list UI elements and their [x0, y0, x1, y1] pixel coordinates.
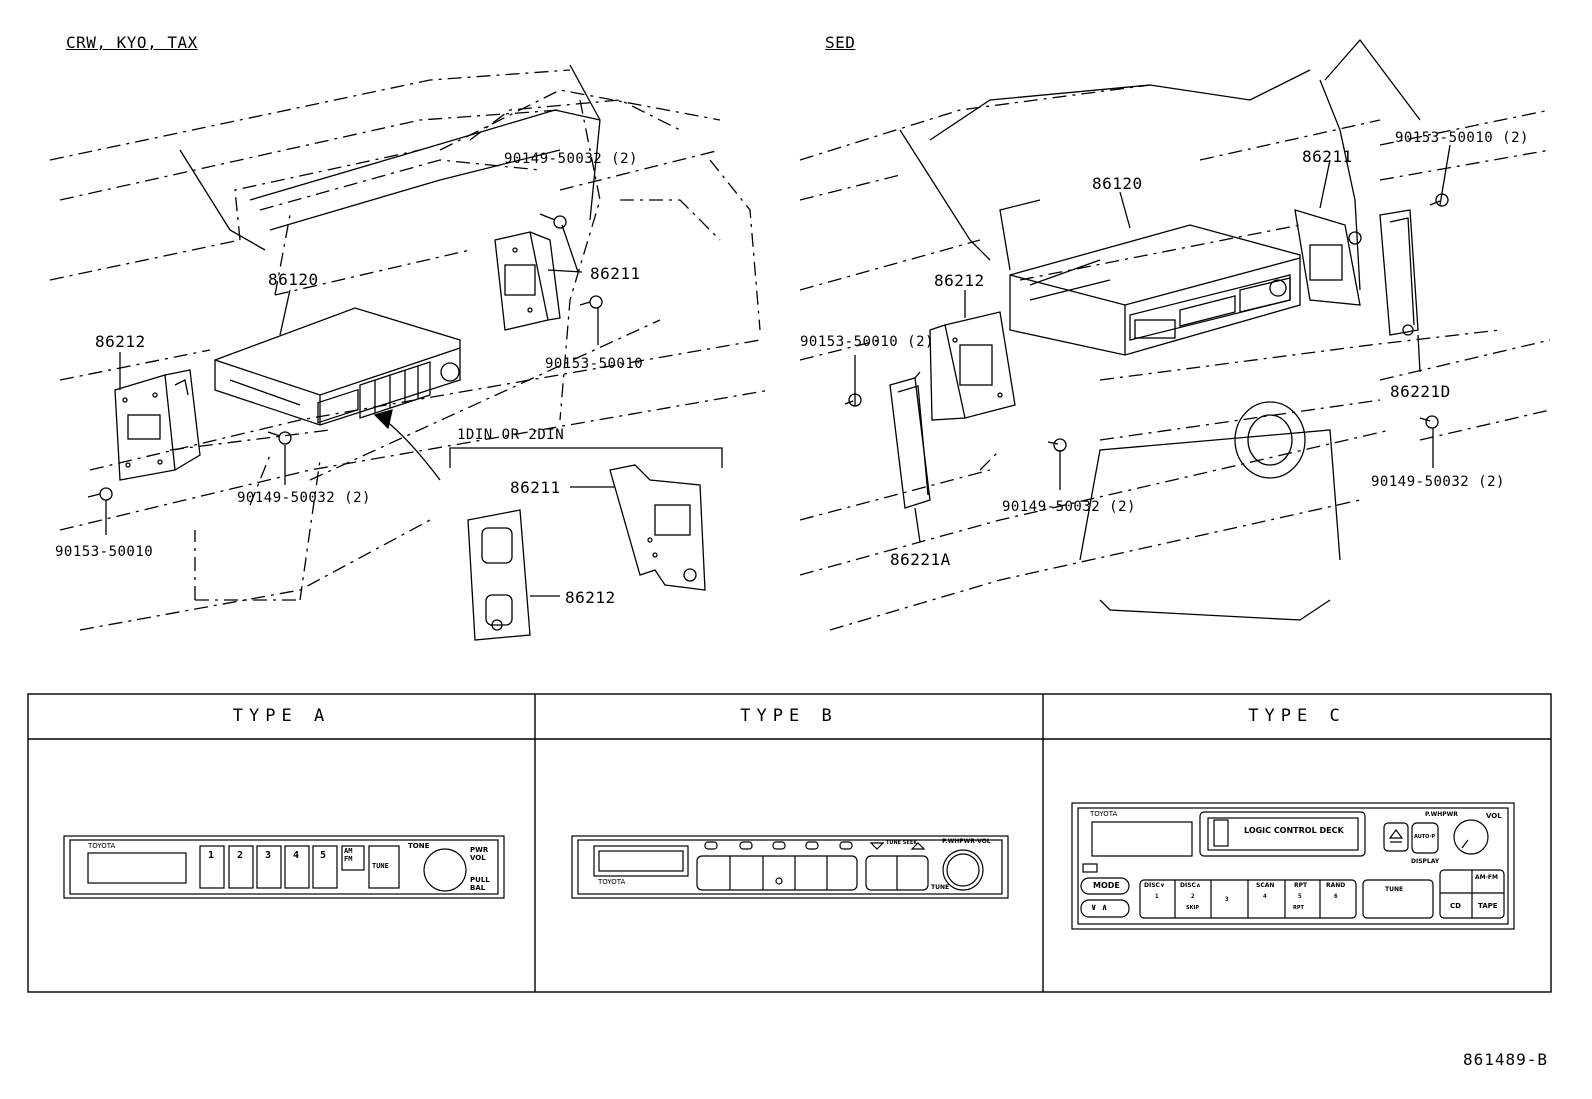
type-c-btn-6: 6: [1334, 893, 1338, 900]
type-b-tune-seek: TUNE SEEK: [886, 840, 918, 846]
type-a-preset-2: 2: [237, 850, 244, 861]
right-view-header: SED: [825, 33, 856, 52]
type-c-mode: MODE: [1093, 881, 1120, 890]
type-c-pwr: P.WHPWR: [1425, 811, 1458, 818]
type-c-btn-1: 1: [1155, 893, 1159, 900]
left-console-solid: [179, 64, 601, 251]
type-c-btn-5: 5: [1298, 893, 1302, 900]
type-b-brand: TOYOTA: [598, 878, 626, 886]
type-c-am-fm: AM·FM: [1475, 874, 1498, 881]
part-label-90149-right: 90149-50032 (2): [1371, 474, 1505, 490]
type-b-faceplate: [571, 835, 1009, 899]
left-dashboard-outline: [49, 69, 771, 631]
part-label-90153-top-right: 90153-50010 (2): [1395, 130, 1529, 146]
right-rail-86221a: [889, 371, 931, 509]
type-c-vol: VOL: [1486, 812, 1502, 820]
part-label-86221a: 86221A: [890, 550, 951, 569]
type-b-tune: TUNE: [931, 884, 950, 891]
part-label-86211-inset: 86211: [510, 478, 561, 497]
diagram-part-number: 861489-B: [1463, 1050, 1549, 1069]
type-c-btn-4: 4: [1263, 893, 1267, 900]
type-a-title: TYPE A: [232, 706, 331, 726]
part-label-86211-left: 86211: [590, 264, 641, 283]
type-c-tune: TUNE: [1385, 886, 1404, 893]
type-c-display: DISPLAY: [1411, 858, 1440, 865]
part-label-86212-right: 86212: [934, 271, 985, 290]
type-c-rand: RAND: [1326, 882, 1346, 889]
type-c-btn-2: 2: [1191, 893, 1195, 900]
part-label-86212-inset: 86212: [565, 588, 616, 607]
type-c-tape: TAPE: [1478, 902, 1498, 910]
type-a-faceplate: [63, 835, 505, 899]
right-leader-86120: [1119, 191, 1131, 229]
part-label-90149-mid-right: 90149-50032 (2): [1002, 499, 1136, 515]
left-bracket-86211: [494, 231, 561, 331]
part-label-86221d: 86221D: [1390, 382, 1451, 401]
type-a-bal: BAL: [470, 884, 486, 892]
type-c-rpt-small: RPT: [1293, 905, 1304, 911]
right-radio-body: [1009, 224, 1301, 356]
left-view-header: CRW, KYO, TAX: [66, 33, 198, 52]
type-c-faceplate: [1071, 802, 1515, 930]
type-c-skip: SKIP: [1186, 905, 1200, 911]
type-a-tune: TUNE: [372, 862, 389, 870]
din-inset-box: [449, 447, 723, 468]
left-screws: [87, 213, 603, 535]
left-bracket-86212: [114, 369, 201, 481]
type-c-updown: ∨ ∧: [1091, 903, 1108, 913]
type-b-title: TYPE B: [740, 706, 838, 726]
right-bracket-86211: [1294, 209, 1362, 306]
part-label-86212-left: 86212: [95, 332, 146, 351]
type-c-autop: AUTO·P: [1414, 834, 1436, 840]
type-c-title: TYPE C: [1248, 706, 1346, 726]
type-c-brand: TOYOTA: [1090, 810, 1118, 818]
type-a-tone: TONE: [408, 842, 430, 850]
type-a-vol: VOL: [470, 854, 486, 862]
part-label-86211-right: 86211: [1302, 147, 1353, 166]
type-c-disc-up: DISC∧: [1180, 882, 1201, 889]
type-c-rpt: RPT: [1294, 882, 1308, 889]
type-a-pull: PULL: [470, 876, 490, 884]
part-label-90153-mid-left: 90153-50010: [545, 356, 644, 372]
left-leader-lines: [119, 269, 615, 597]
right-dashboard-outline: [799, 84, 1551, 631]
right-screws: [844, 144, 1451, 543]
type-a-brand: TOYOTA: [88, 842, 116, 850]
part-label-90153-left-right: 90153-50010 (2): [800, 334, 934, 350]
part-label-90149-top-left: 90149-50032 (2): [504, 151, 638, 167]
type-a-preset-4: 4: [293, 850, 300, 861]
part-label-86120-right: 86120: [1092, 174, 1143, 193]
din-label: 1DIN OR 2DIN: [457, 427, 565, 443]
right-rail-86221d: [1379, 209, 1419, 336]
inset-bracket-86211: [609, 464, 706, 591]
left-arrow-curve: [384, 419, 441, 481]
type-b-pwr-vol: P.WHPWR·VOL: [942, 838, 991, 845]
right-console-solid: [899, 38, 1421, 621]
type-c-cd: CD: [1450, 902, 1461, 910]
part-label-90153-bottom-left: 90153-50010: [55, 544, 154, 560]
inset-bracket-86212: [467, 509, 531, 641]
type-a-am-fm: AM FM: [344, 847, 353, 863]
right-bracket-86212: [929, 311, 1016, 421]
type-c-deck-label: LOGIC CONTROL DECK: [1244, 826, 1344, 835]
type-a-preset-5: 5: [320, 850, 327, 861]
type-a-preset-1: 1: [208, 850, 215, 861]
type-c-btn-3: 3: [1225, 896, 1229, 903]
part-label-86120-left: 86120: [268, 270, 319, 289]
type-a-preset-3: 3: [265, 850, 272, 861]
type-c-disc-down: DISC∨: [1144, 882, 1165, 889]
part-label-90149-bottom-left: 90149-50032 (2): [237, 490, 371, 506]
left-radio-body: [214, 307, 461, 426]
type-a-pwr: PWR: [470, 846, 489, 854]
left-arrow-head: [373, 409, 393, 430]
type-c-scan: SCAN: [1256, 882, 1275, 889]
type-table-grid: [27, 693, 1552, 993]
